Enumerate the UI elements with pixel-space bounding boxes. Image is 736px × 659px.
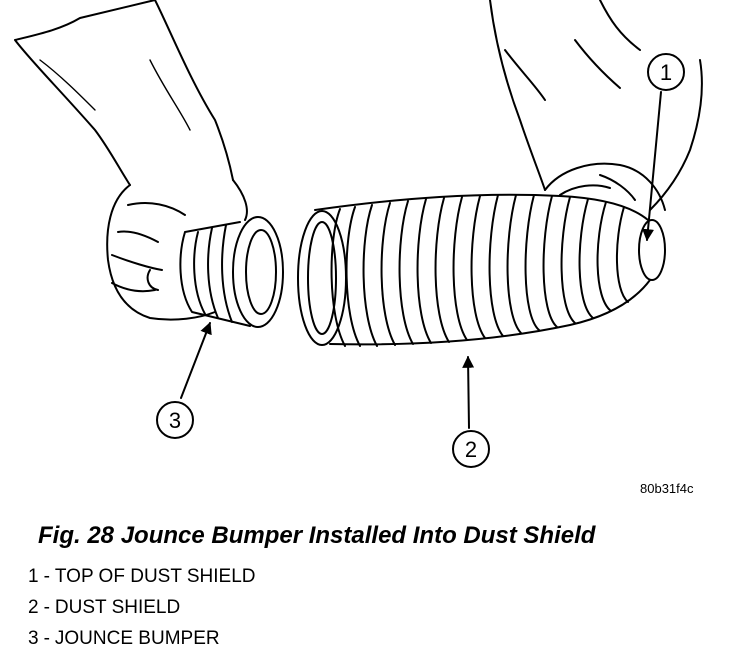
callout-arrow-2: [462, 355, 475, 429]
right-hand-drawing: [544, 162, 666, 211]
callout-number-1: 1: [660, 60, 672, 85]
callout-circle-1: [647, 53, 685, 91]
legend-separator: -: [43, 597, 50, 618]
left-hand-drawing: [106, 179, 248, 321]
dust-shield-drawing: [297, 193, 666, 347]
legend-number: 2: [28, 597, 39, 618]
callout-circle-3: [156, 401, 194, 439]
legend-number: 1: [28, 566, 39, 587]
legend-part: DUST SHIELD: [54, 597, 181, 618]
legend-part: TOP OF DUST SHIELD: [54, 566, 256, 587]
legend-item: 1-TOP OF DUST SHIELD: [28, 566, 256, 597]
legend-separator: -: [43, 628, 50, 649]
legend-part: JOUNCE BUMPER: [54, 628, 220, 649]
jounce-bumper-drawing: [179, 216, 284, 328]
figure-caption: Fig. 28 Jounce Bumper Installed Into Dus…: [38, 522, 596, 549]
legend-separator: -: [43, 566, 50, 587]
jounce-bumper-illustration: 1 2 3: [14, 0, 703, 468]
left-sleeve-drawing: [14, 0, 234, 186]
callout-number-3: 3: [169, 408, 181, 433]
legend-item: 2-DUST SHIELD: [28, 597, 256, 628]
callout-arrow-1: [642, 91, 662, 242]
right-sleeve-drawing: [489, 0, 703, 211]
callout-number-2: 2: [465, 437, 477, 462]
callout-legend: 1-TOP OF DUST SHIELD 2-DUST SHIELD 3-JOU…: [28, 566, 256, 659]
callout-circle-2: [452, 430, 490, 468]
image-code: 80b31f4c: [640, 481, 694, 496]
legend-number: 3: [28, 628, 39, 649]
callout-arrow-3: [180, 321, 212, 399]
legend-item: 3-JOUNCE BUMPER: [28, 628, 256, 659]
